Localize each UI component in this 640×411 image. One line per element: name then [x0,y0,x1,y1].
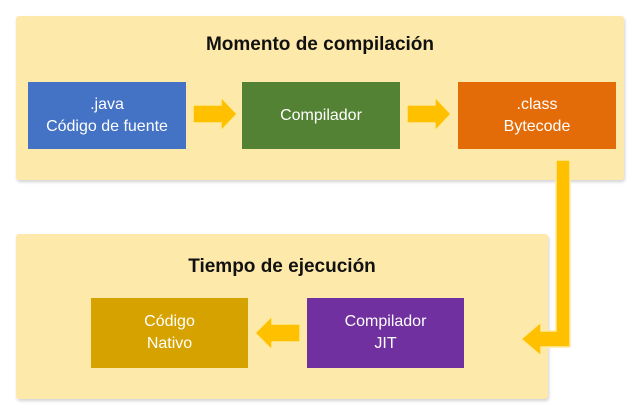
native-code-box: Código Nativo [91,298,248,368]
bytecode-box: .class Bytecode [458,82,616,149]
compile-stage-title: Momento de compilación [205,34,435,55]
source-code-box: .java Código de fuente [28,82,186,149]
source-code-ext: .java [90,95,124,113]
arrow-right-icon [192,96,238,132]
bytecode-ext: .class [516,95,558,113]
source-code-label: Código de fuente [46,117,168,135]
compiler-label: Compilador [280,106,362,124]
jit-compiler-line2: JIT [374,335,397,352]
elbow-arrow-icon [520,159,571,357]
jit-compiler-box: Compilador JIT [307,298,464,368]
native-code-line1: Código [144,313,195,330]
runtime-stage-title: Tiempo de ejecución [188,256,376,277]
arrow-right-icon [406,96,452,132]
jit-compiler-line1: Compilador [344,313,427,330]
compiler-box: Compilador [242,82,400,149]
native-code-line2: Nativo [146,335,193,352]
bytecode-label: Bytecode [503,117,571,135]
arrow-left-icon [254,315,301,351]
